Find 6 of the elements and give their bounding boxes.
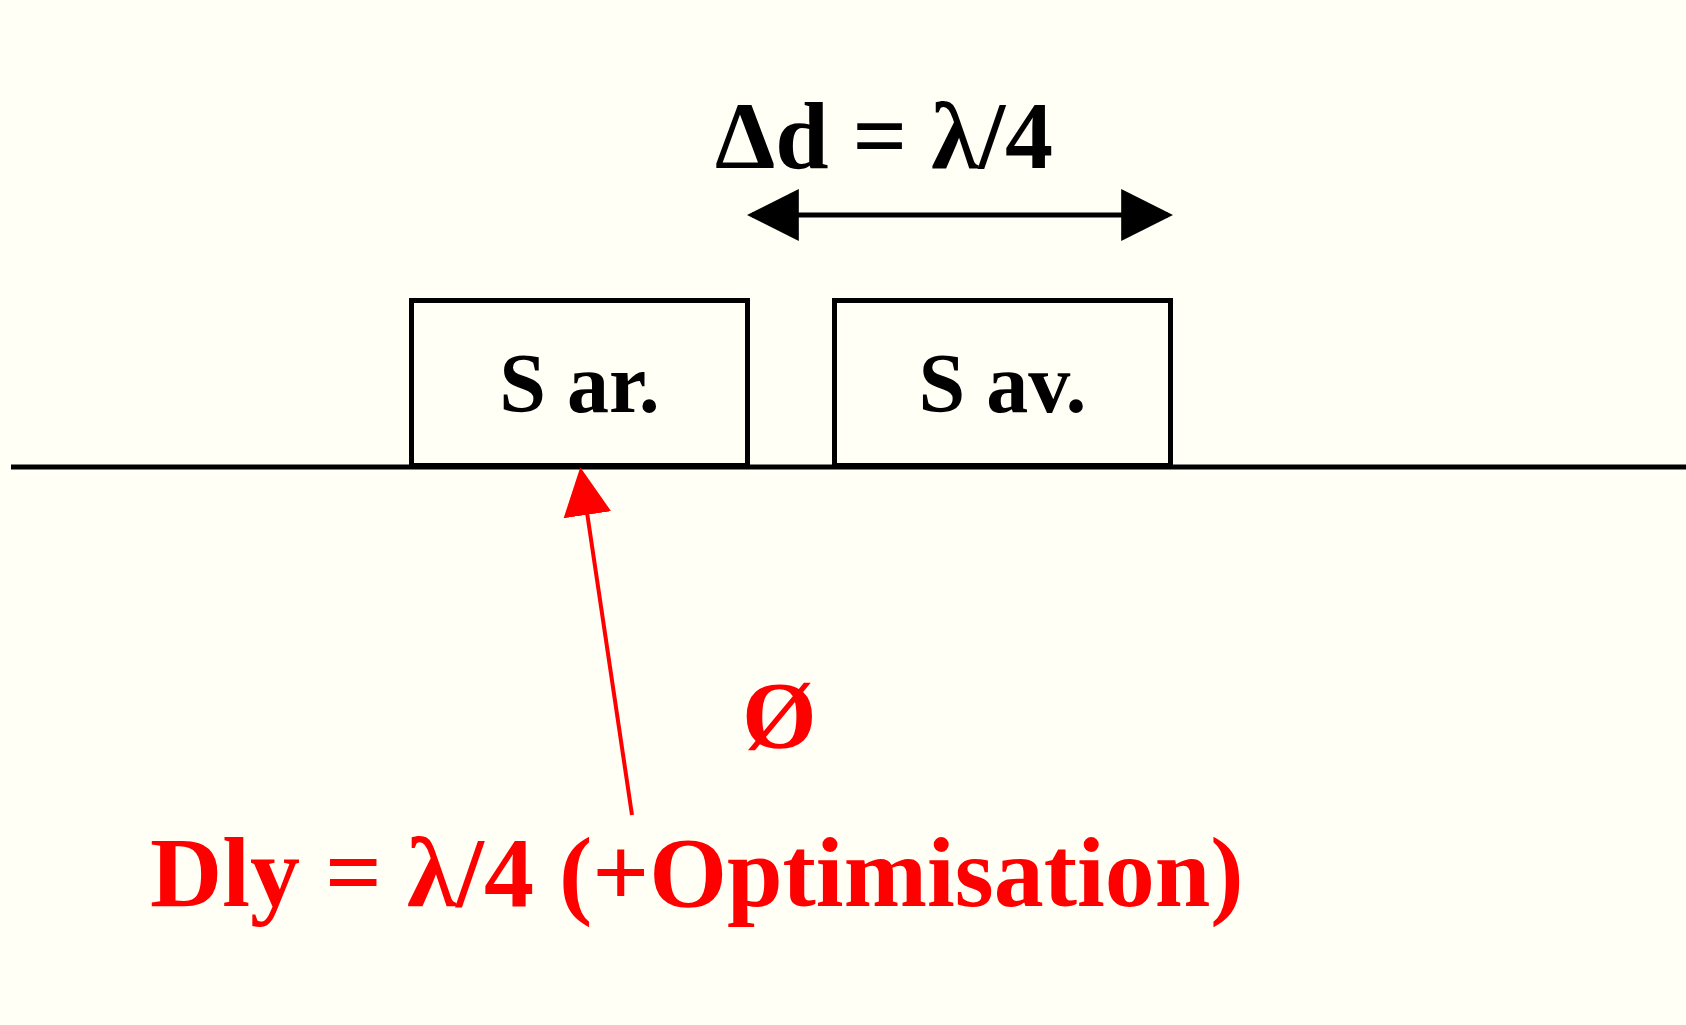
formula-text: Δd = λ/4 [715, 88, 1054, 184]
label-box: S av. [832, 298, 1173, 468]
annotation-text: Dly = λ/4 (+Optimisation) [150, 815, 1400, 930]
symbol-text: Ø [742, 668, 817, 764]
arrow [563, 467, 634, 816]
label-box: S ar. [409, 298, 750, 468]
